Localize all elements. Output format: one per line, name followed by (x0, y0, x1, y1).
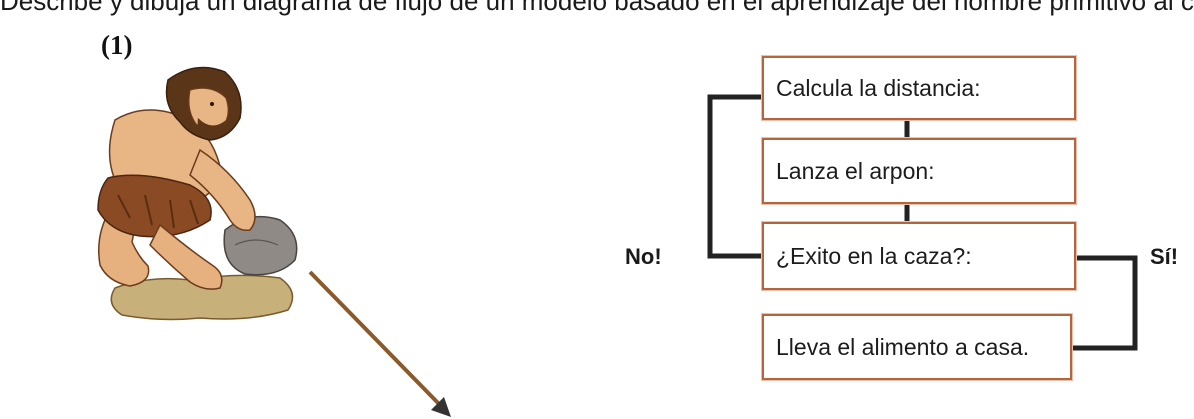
flow-step-label: Lanza el arpon: (776, 157, 935, 184)
cropped-instruction-text: Describe y dibuja un diagrama de flujo d… (0, 0, 1194, 16)
flow-step-throw-harpoon: Lanza el arpon: (762, 138, 1076, 204)
flow-decision-hunt-success: ¿Exito en la caza?: (762, 222, 1076, 290)
flow-step-label: Calcula la distancia: (776, 74, 981, 101)
spear-arrow-icon (431, 397, 451, 417)
hunter-fur (97, 174, 212, 238)
yes-branch-label: Sí! (1150, 244, 1179, 269)
spear-shaft (308, 270, 442, 407)
connector-yes-branch (1072, 255, 1138, 351)
flow-step-label: Lleva el alimento a casa. (776, 333, 1030, 360)
no-branch-label: No! (625, 244, 662, 269)
hunter-arm (189, 148, 256, 232)
rock (223, 215, 298, 276)
connector-no-loop (707, 94, 762, 259)
caveman-hunter-illustration (97, 66, 451, 417)
flow-step-bring-food-home: Lleva el alimento a casa. (762, 314, 1072, 380)
hunter-front-leg (149, 223, 223, 290)
panel-number-label: (1) (101, 30, 133, 60)
flow-step-label: ¿Exito en la caza?: (776, 242, 972, 269)
hunter-back-leg (98, 209, 150, 287)
flow-step-calculate-distance: Calcula la distancia: (762, 56, 1076, 120)
